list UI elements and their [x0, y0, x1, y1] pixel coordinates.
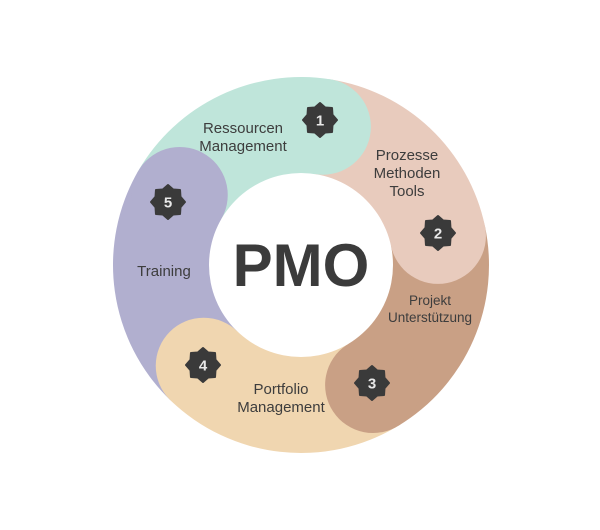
badge-star-icon [354, 365, 390, 401]
badge-number: 4 [199, 358, 208, 375]
number-badge-2: 2 [420, 215, 456, 251]
badge-number: 5 [164, 195, 172, 212]
badge-star-icon [302, 102, 338, 138]
number-badge-4: 4 [185, 347, 221, 383]
number-badge-3: 3 [354, 365, 390, 401]
center-circle [209, 173, 393, 357]
badge-number: 2 [434, 226, 442, 243]
badge-star-icon [150, 184, 186, 220]
segment-label-5: Training [137, 263, 191, 280]
badge-star-icon [185, 347, 221, 383]
badge-number: 3 [368, 376, 376, 393]
number-badge-5: 5 [150, 184, 186, 220]
badge-number: 1 [316, 113, 324, 130]
center-label: PMO [233, 232, 370, 299]
number-badge-1: 1 [302, 102, 338, 138]
badge-star-icon [420, 215, 456, 251]
